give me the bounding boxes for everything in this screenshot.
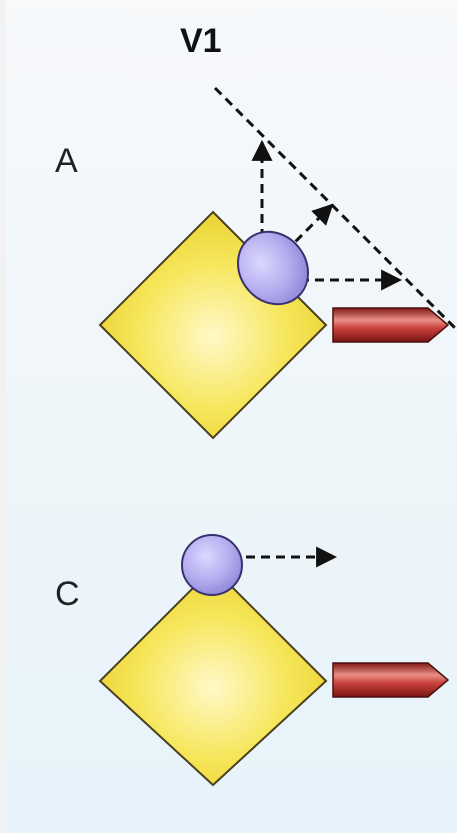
diagram-title: V1: [180, 22, 222, 60]
purple-ellipse-a: [237, 230, 309, 306]
red-arrow-a: [332, 307, 450, 343]
dashed-arrow-diagonal: [283, 203, 334, 254]
panel-a-label: A: [55, 142, 78, 180]
panel-c: C: [55, 534, 450, 787]
panel-c-label: C: [55, 575, 80, 613]
red-arrow-c: [332, 662, 450, 698]
yellow-diamond-c: [98, 566, 328, 787]
purple-circle-c: [181, 534, 243, 596]
dashed-boundary-line: [213, 86, 457, 332]
panel-a: A: [55, 86, 457, 440]
